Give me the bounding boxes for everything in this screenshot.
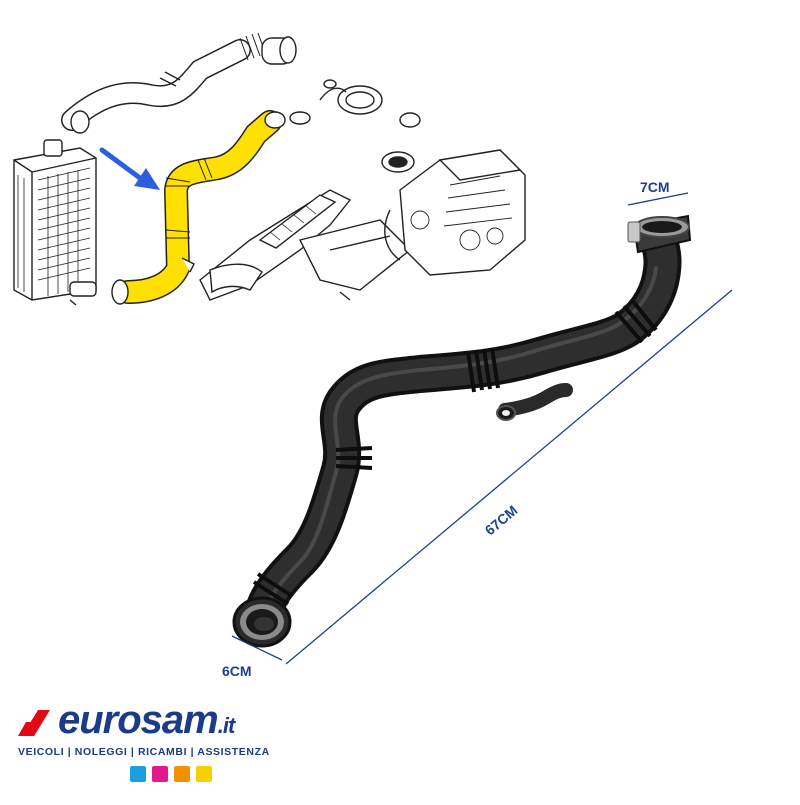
bottom-width-line: [231, 635, 283, 661]
car-icon: [130, 766, 146, 782]
engine-diagram: [13, 32, 526, 306]
gear-icon: [174, 766, 190, 782]
hose-ribs: [252, 298, 658, 606]
brand-mark-icon: [18, 710, 50, 736]
pointer-arrow: [99, 147, 160, 190]
key-icon: [152, 766, 168, 782]
length-label: 67CM: [482, 502, 521, 538]
brand-name: eurosam.it: [58, 698, 236, 746]
length-line: [285, 289, 733, 665]
wrench-icon: [196, 766, 212, 782]
dimension-lines: [231, 192, 733, 665]
upper-hose-drawing: [61, 32, 297, 134]
brand-name-text: eurosam: [58, 698, 219, 742]
brand-logo: eurosam.it VEICOLI | NOLEGGI | RICAMBI |…: [18, 700, 278, 790]
top-width-line: [627, 192, 689, 206]
bottom-clamp: [232, 596, 292, 648]
bottom-width-label: 6CM: [222, 663, 252, 679]
airbox-drawing: [199, 189, 412, 301]
engine-block-drawing: [384, 149, 526, 276]
brand-service-icons: [130, 766, 212, 782]
intercooler-drawing: [13, 139, 97, 306]
brand-tagline: VEICOLI | NOLEGGI | RICAMBI | ASSISTENZA: [18, 746, 270, 758]
brand-tld: .it: [217, 713, 236, 738]
intercooler-hose: [232, 214, 692, 648]
highlighted-hose-drawing: [111, 110, 286, 305]
top-clamp: [627, 214, 692, 254]
top-width-label: 7CM: [640, 179, 670, 195]
turbo-parts-drawing: [289, 79, 421, 173]
